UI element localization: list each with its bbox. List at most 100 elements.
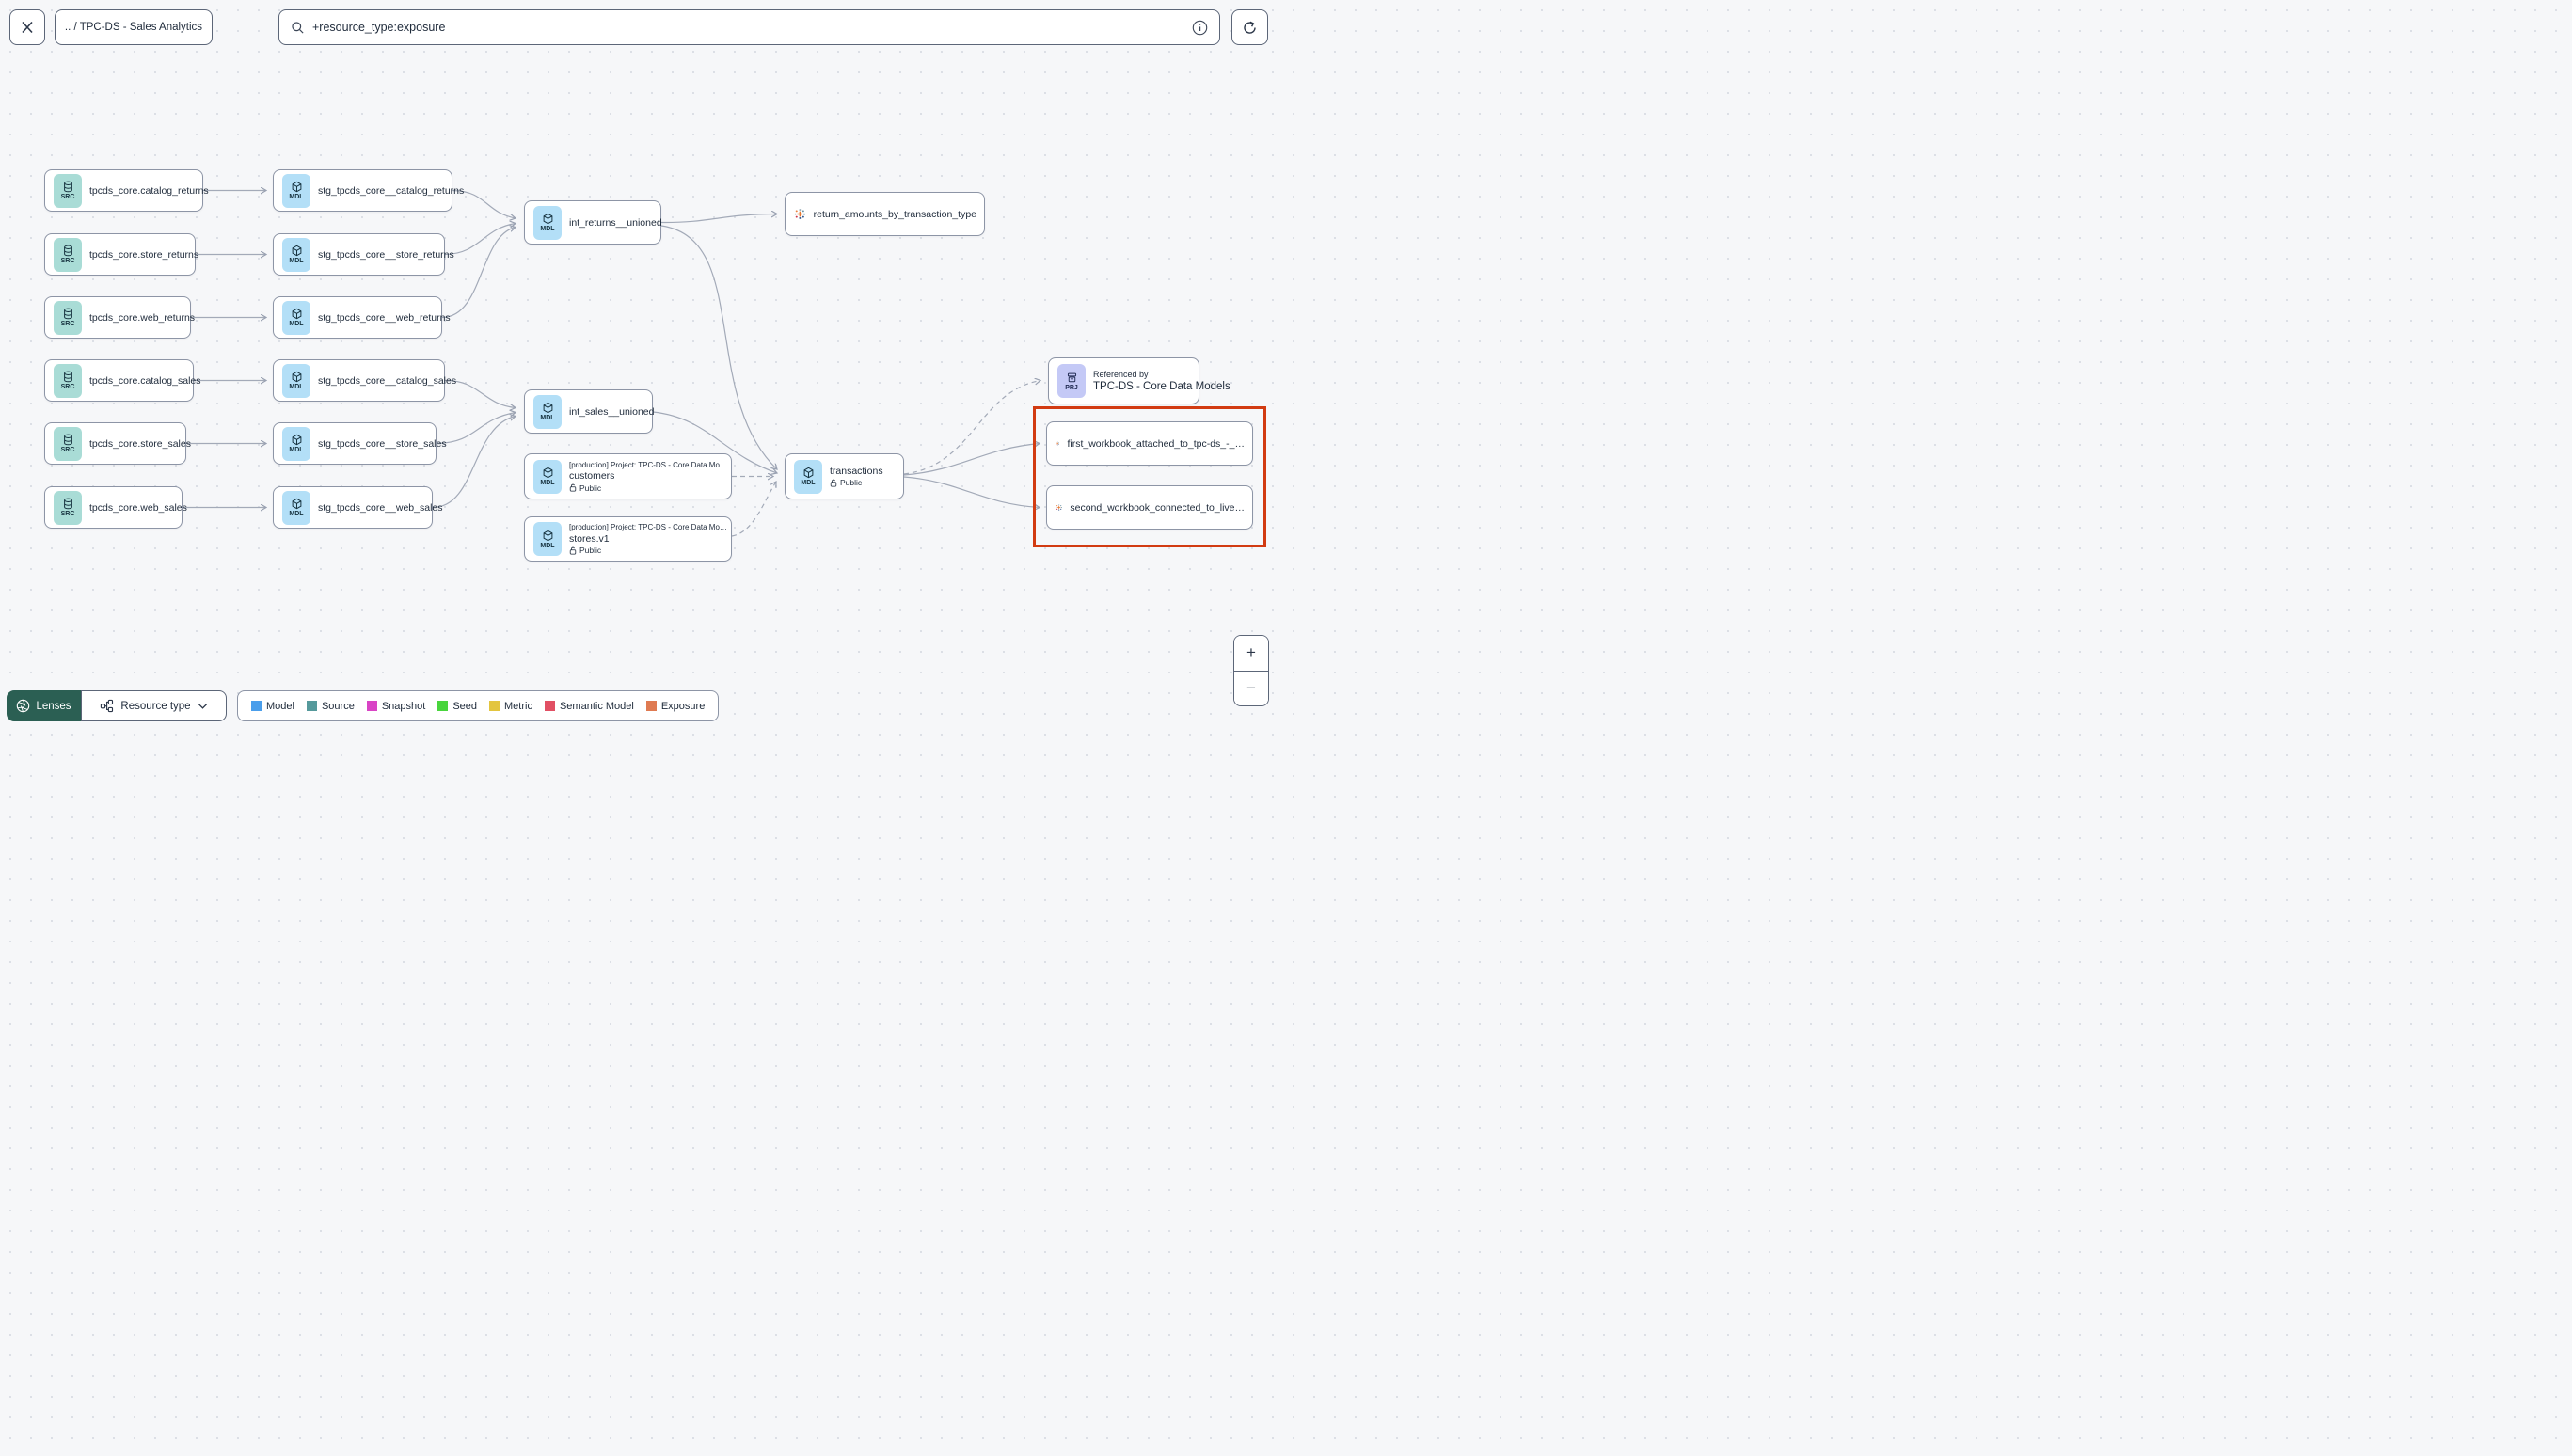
breadcrumb[interactable]: .. / TPC-DS - Sales Analytics — [55, 9, 213, 45]
model-badge: MDL — [794, 459, 822, 494]
cube-icon — [292, 308, 301, 320]
node-int-sales-unioned[interactable]: MDL int_sales__unioned — [524, 389, 655, 434]
edge — [731, 482, 776, 537]
model-badge: MDL — [282, 426, 310, 461]
close-icon — [22, 21, 33, 34]
legend-item: Snapshot — [366, 701, 425, 712]
node-stg-store-sales[interactable]: MDL stg_tpcds_core__store_sales — [273, 422, 447, 465]
zoom-in-button[interactable]: + — [1234, 636, 1268, 672]
node-title: tpcds_core.store_returns — [89, 248, 199, 261]
node-title: tpcds_core.catalog_returns — [89, 184, 209, 197]
zoom-out-button[interactable]: − — [1234, 671, 1268, 705]
cube-icon — [292, 181, 301, 193]
cube-icon — [543, 530, 552, 541]
lenses-label: Lenses — [36, 700, 71, 712]
source-badge: SRC — [54, 300, 82, 335]
node-title: tpcds_core.web_returns — [89, 311, 196, 324]
node-src-catalog-returns[interactable]: SRC tpcds_core.catalog_returns — [44, 169, 209, 212]
source-badge: SRC — [54, 237, 82, 272]
search-input[interactable] — [312, 21, 1184, 34]
edge — [432, 417, 516, 509]
node-src-catalog-sales[interactable]: SRC tpcds_core.catalog_sales — [44, 359, 201, 402]
cube-icon — [543, 213, 552, 225]
cube-icon — [543, 467, 552, 479]
legend-swatch — [645, 701, 657, 711]
node-workbook-first[interactable]: first_workbook_attached_to_tpc-ds_-_… — [1046, 421, 1253, 466]
lenses-button[interactable]: Lenses — [7, 690, 81, 721]
legend-item: Exposure — [645, 701, 705, 712]
node-title: stg_tpcds_core__web_returns — [318, 311, 451, 324]
project-label: [production] Project: TPC-DS - Core Data… — [569, 523, 727, 531]
highlight-box — [1033, 406, 1266, 547]
node-stg-catalog-sales[interactable]: MDL stg_tpcds_core__catalog_sales — [273, 359, 456, 402]
legend-swatch — [544, 701, 555, 711]
source-badge: SRC — [54, 490, 82, 525]
refresh-button[interactable] — [1231, 9, 1268, 45]
aperture-icon — [17, 699, 30, 713]
node-title: int_returns__unioned — [569, 216, 662, 229]
search-bar[interactable] — [278, 9, 1220, 45]
lineage-canvas[interactable]: { "header": { "breadcrumb": ".. / TPC-DS… — [0, 0, 1286, 728]
node-title: stg_tpcds_core__store_sales — [318, 437, 447, 450]
legend-swatch — [489, 701, 500, 711]
edge — [903, 444, 1040, 476]
node-transactions[interactable]: MDL transactions Public — [785, 453, 904, 499]
edge — [436, 413, 516, 445]
node-exposure-return-amounts[interactable]: return_amounts_by_transaction_type — [785, 192, 985, 236]
model-badge: MDL — [282, 363, 310, 398]
resource-type-dropdown[interactable]: Resource type — [81, 690, 227, 721]
cube-icon — [803, 467, 813, 479]
node-title: TPC-DS - Core Data Models — [1093, 380, 1230, 392]
node-stg-catalog-returns[interactable]: MDL stg_tpcds_core__catalog_returns — [273, 169, 464, 212]
legend-item: Source — [306, 701, 355, 712]
project-badge: PRJ — [1057, 364, 1086, 398]
model-badge: MDL — [533, 205, 562, 240]
database-icon — [63, 308, 72, 320]
resource-type-label: Resource type — [120, 700, 191, 712]
tableau-icon — [1056, 504, 1062, 511]
model-badge: MDL — [533, 522, 562, 556]
database-icon — [63, 498, 72, 510]
node-title: tpcds_core.catalog_sales — [89, 374, 201, 387]
node-stg-web-returns[interactable]: MDL stg_tpcds_core__web_returns — [273, 296, 451, 339]
node-title: return_amounts_by_transaction_type — [813, 208, 976, 220]
node-customers[interactable]: MDL [production] Project: TPC-DS - Core … — [524, 453, 732, 499]
node-src-web-returns[interactable]: SRC tpcds_core.web_returns — [44, 296, 195, 339]
database-icon — [63, 434, 72, 446]
model-badge: MDL — [533, 459, 562, 494]
lock-open-icon — [569, 546, 577, 554]
referenced-by-label: Referenced by — [1093, 370, 1149, 380]
node-title: customers — [569, 470, 615, 482]
node-title: transactions — [830, 465, 883, 477]
info-icon[interactable] — [1192, 20, 1208, 36]
close-button[interactable] — [9, 9, 45, 45]
access-label: Public — [569, 483, 727, 493]
edge — [444, 224, 516, 256]
node-src-store-sales[interactable]: SRC tpcds_core.store_sales — [44, 422, 191, 465]
database-icon — [63, 371, 72, 383]
node-referenced-by-project[interactable]: PRJ Referenced by TPC-DS - Core Data Mod… — [1048, 357, 1230, 404]
node-src-web-sales[interactable]: SRC tpcds_core.web_sales — [44, 486, 187, 529]
node-stg-store-returns[interactable]: MDL stg_tpcds_core__store_returns — [273, 233, 454, 276]
node-stores-v1[interactable]: MDL [production] Project: TPC-DS - Core … — [524, 516, 732, 562]
legend-swatch — [306, 701, 317, 711]
model-badge: MDL — [282, 173, 310, 208]
legend-item: Seed — [437, 701, 477, 712]
legend-swatch — [251, 701, 262, 711]
node-workbook-second[interactable]: second_workbook_connected_to_live… — [1046, 485, 1253, 530]
cube-icon — [292, 245, 301, 257]
node-title: first_workbook_attached_to_tpc-ds_-_… — [1067, 437, 1245, 450]
tableau-icon — [794, 209, 805, 219]
database-icon — [63, 245, 72, 257]
legend-item: Semantic Model — [544, 701, 634, 712]
legend-swatch — [366, 701, 377, 711]
node-stg-web-sales[interactable]: MDL stg_tpcds_core__web_sales — [273, 486, 443, 529]
node-title: stg_tpcds_core__web_sales — [318, 501, 443, 514]
legend-item: Model — [251, 701, 294, 712]
source-badge: SRC — [54, 426, 82, 461]
node-int-returns-unioned[interactable]: MDL int_returns__unioned — [524, 200, 662, 245]
source-badge: SRC — [54, 363, 82, 398]
refresh-icon — [1244, 21, 1256, 34]
lock-open-icon — [569, 483, 577, 492]
node-src-store-returns[interactable]: SRC tpcds_core.store_returns — [44, 233, 199, 276]
